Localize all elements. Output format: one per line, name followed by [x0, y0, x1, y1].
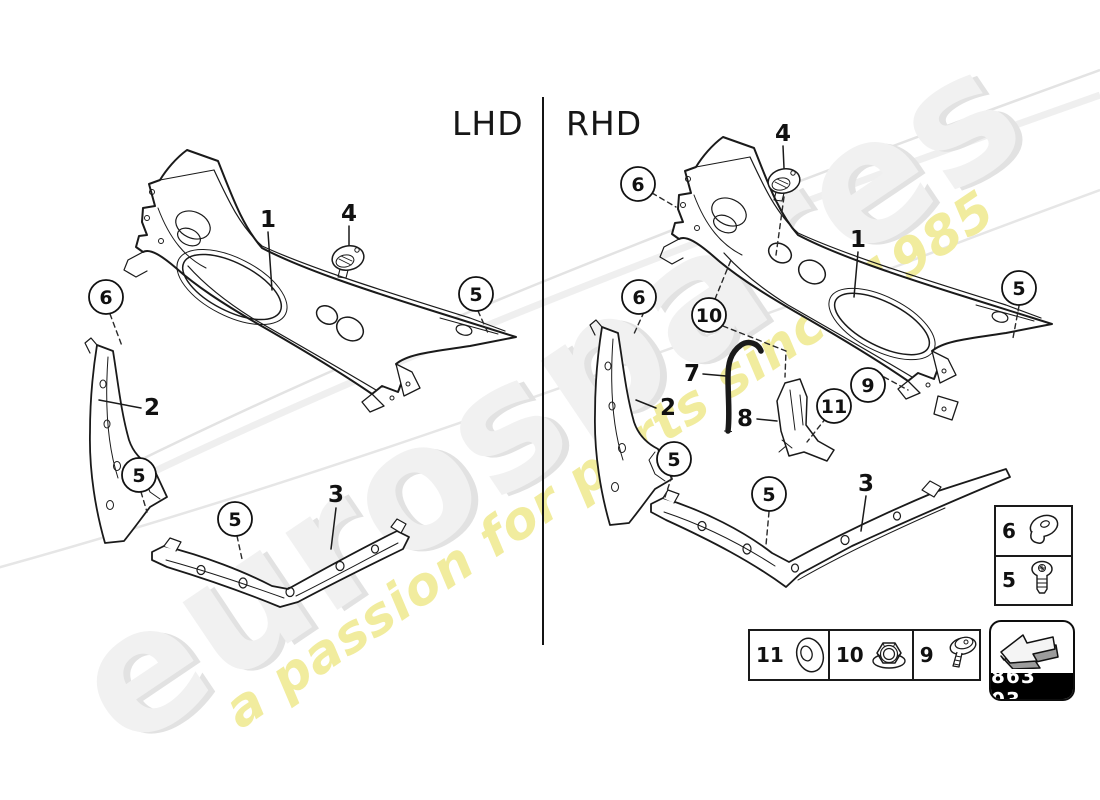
- legend-number: 6: [1002, 518, 1016, 543]
- callout-circle-5: 5: [762, 484, 775, 506]
- callout-label-4: 4: [341, 201, 357, 227]
- flange-nut-icon: [871, 642, 906, 669]
- washer-icon: [795, 637, 824, 673]
- rhd-cowl-panel: [659, 136, 1053, 421]
- callout-circle-10: 10: [696, 305, 722, 327]
- rhd-callout-labels: 4 1 7 8 2 3: [660, 121, 874, 497]
- rhd-deflector-bracket: [776, 378, 835, 462]
- fastener-legend-box: 6 5: [994, 505, 1073, 606]
- callout-circle-5: 5: [228, 509, 241, 531]
- cap-grommet-icon: [1029, 514, 1059, 544]
- legend-number: 10: [835, 643, 864, 667]
- lhd-rhd-divider: [542, 97, 544, 645]
- callout-circle-5: 5: [469, 284, 482, 306]
- callout-label-8: 8: [737, 406, 753, 432]
- legend-number: 11: [756, 643, 784, 667]
- legend-item-9: 9: [911, 631, 984, 679]
- panel-arrow-icon: [1000, 634, 1059, 670]
- part-group-badge: 863 03: [989, 620, 1075, 701]
- lhd-side-trim: [84, 337, 168, 544]
- rhd-circled-callouts: 6 6 10 9 11 5 5 5: [620, 166, 1037, 512]
- callout-label-4: 4: [775, 121, 791, 147]
- callout-circle-5: 5: [1012, 278, 1025, 300]
- callout-circle-6: 6: [632, 287, 645, 309]
- legend-number: 9: [919, 643, 934, 667]
- callout-circle-6: 6: [631, 174, 644, 196]
- lhd-lower-strip: [151, 518, 410, 608]
- torx-screw-icon: [1031, 561, 1053, 594]
- rhd-side-trim: [589, 319, 673, 526]
- section-title-rhd: RHD: [566, 104, 643, 143]
- lhd-grommet: [331, 245, 365, 279]
- section-title-lhd: LHD: [452, 104, 524, 143]
- callout-label-3: 3: [328, 482, 344, 508]
- legend-item-11: 11: [750, 631, 828, 679]
- callout-label-1: 1: [850, 227, 866, 253]
- rhd-drain-hose: [723, 339, 764, 434]
- callout-circle-6: 6: [99, 287, 112, 309]
- legend-number: 5: [1002, 568, 1016, 593]
- callout-circle-5: 5: [667, 449, 680, 471]
- rhd-grommet: [767, 168, 801, 202]
- lhd-circled-callouts: 6 5 5 5: [88, 276, 494, 537]
- badge-arrow-art: [991, 622, 1073, 673]
- callout-label-1: 1: [260, 207, 276, 233]
- legend-item-10: 10: [827, 631, 912, 679]
- callout-circle-5: 5: [132, 465, 145, 487]
- callout-label-2: 2: [660, 395, 676, 421]
- callout-label-7: 7: [684, 361, 700, 387]
- callout-circle-9: 9: [861, 375, 874, 397]
- legend-item-6: 6: [996, 507, 1071, 555]
- callout-label-2: 2: [144, 395, 160, 421]
- hardware-legend-row: 11 10 9: [748, 629, 981, 681]
- leader-lines: [98, 145, 867, 550]
- rhd-lower-strip: [650, 468, 1011, 588]
- lhd-callout-labels: 1 4 2 3: [144, 201, 357, 508]
- lhd-cowl-panel: [123, 149, 517, 413]
- callout-circle-11: 11: [821, 396, 847, 418]
- legend-item-5: 5: [996, 554, 1071, 605]
- screw-with-washer-icon: [949, 636, 977, 668]
- dashed-leader-lines: [109, 192, 1020, 560]
- part-group-code: 863 03: [991, 664, 1073, 699]
- callout-label-3: 3: [858, 471, 874, 497]
